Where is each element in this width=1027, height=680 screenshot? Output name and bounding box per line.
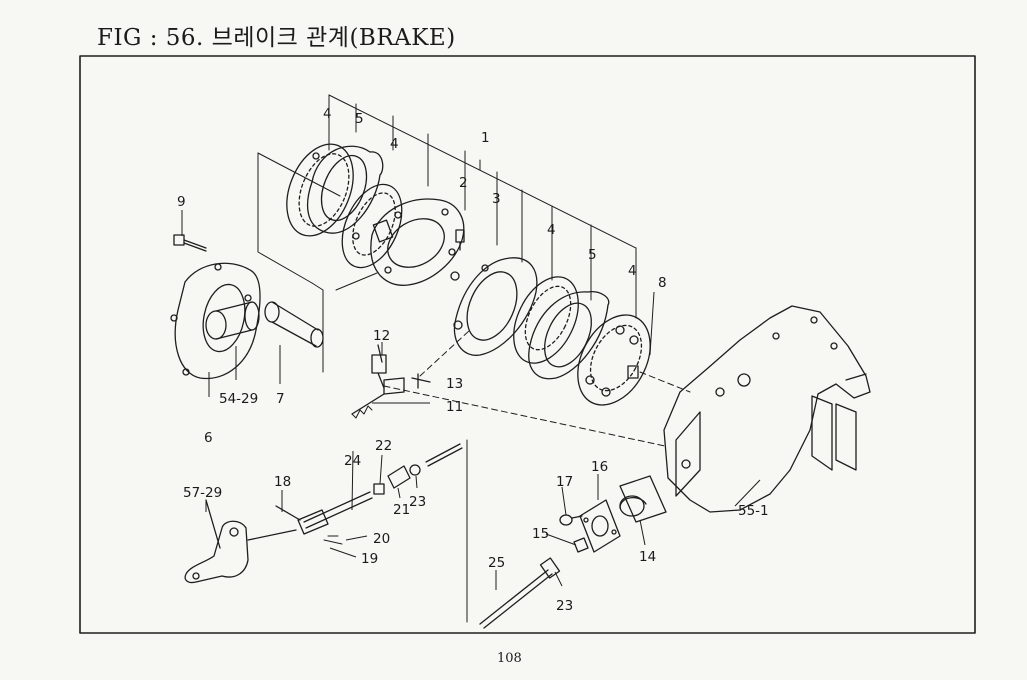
fitting-15 <box>573 537 589 553</box>
callout-17: 17 <box>556 474 573 490</box>
callout-19: 19 <box>361 551 378 567</box>
callout-9: 9 <box>177 194 186 210</box>
callout-15: 15 <box>532 526 549 542</box>
callout-3: 3 <box>492 191 501 207</box>
callout-21: 21 <box>393 502 410 518</box>
callout-54-29: 54-29 <box>219 391 258 407</box>
callout-4b: 4 <box>390 136 399 152</box>
nut-23a <box>409 464 421 476</box>
leader-lines <box>181 210 761 590</box>
callout-1: 1 <box>481 130 490 146</box>
callout-11: 11 <box>446 399 463 415</box>
cam-lever-11 <box>351 354 405 419</box>
axle-housing-55-1 <box>663 305 871 513</box>
cap-14 <box>619 475 667 523</box>
brake-disc-4d <box>577 314 651 406</box>
callout-5b: 5 <box>588 247 597 263</box>
guide-lines <box>383 329 691 447</box>
turnbuckle-21 <box>387 465 411 489</box>
callout-6: 6 <box>204 430 213 446</box>
callout-4c: 4 <box>547 222 556 238</box>
bolt-17 <box>559 514 583 526</box>
callout-57-29: 57-29 <box>183 485 222 501</box>
callout-22: 22 <box>375 438 392 454</box>
callout-4a: 4 <box>323 106 332 122</box>
assembly-bracket-shaft <box>257 152 378 373</box>
brake-plate-right <box>453 257 538 356</box>
callout-4d: 4 <box>628 263 637 279</box>
callout-55-1: 55-1 <box>738 503 769 519</box>
bolt-2 <box>455 229 465 251</box>
callout-23b: 23 <box>556 598 573 614</box>
rod-25 <box>479 569 553 629</box>
brake-cover-housing <box>370 198 465 286</box>
nut-23b <box>539 557 561 579</box>
clevis-rod-24 <box>247 491 373 545</box>
nut-22 <box>373 483 385 495</box>
callout-23a: 23 <box>409 494 426 510</box>
callout-labels: 1 2 3 4 5 4 4 5 4 8 9 6 54-29 7 12 13 11… <box>177 106 769 614</box>
callout-8: 8 <box>658 275 667 291</box>
bolt-9 <box>173 234 207 252</box>
callout-12: 12 <box>373 328 390 344</box>
callout-13: 13 <box>446 376 463 392</box>
gasket-16 <box>579 499 621 553</box>
threaded-rod <box>425 443 463 467</box>
brake-plate-5a <box>306 145 384 234</box>
callout-7: 7 <box>276 391 285 407</box>
steel-ball-3 <box>450 271 460 281</box>
brake-plate-5b <box>528 291 610 380</box>
diagram-frame <box>79 55 976 634</box>
callout-5a: 5 <box>355 111 364 127</box>
split-pin-13 <box>411 373 431 389</box>
assembly-bracket-group-1 <box>328 94 637 319</box>
brake-disc-4a <box>286 143 354 237</box>
callout-24: 24 <box>344 453 361 469</box>
callout-14: 14 <box>639 549 656 565</box>
callout-18: 18 <box>274 474 291 490</box>
page-number: 108 <box>497 651 522 666</box>
callout-16: 16 <box>591 459 608 475</box>
brake-disc-4c <box>513 276 579 364</box>
brake-pedal-arm-57-29 <box>184 499 249 584</box>
pin-7 <box>264 301 324 348</box>
page-title: FIG : 56. 브레이크 관계(BRAKE) <box>97 25 456 51</box>
callout-25: 25 <box>488 555 505 571</box>
pin-12 <box>377 344 383 363</box>
callout-20: 20 <box>373 531 390 547</box>
callout-2: 2 <box>459 175 468 191</box>
shaft-54-29 <box>205 301 260 340</box>
brake-housing-6 <box>170 262 261 380</box>
